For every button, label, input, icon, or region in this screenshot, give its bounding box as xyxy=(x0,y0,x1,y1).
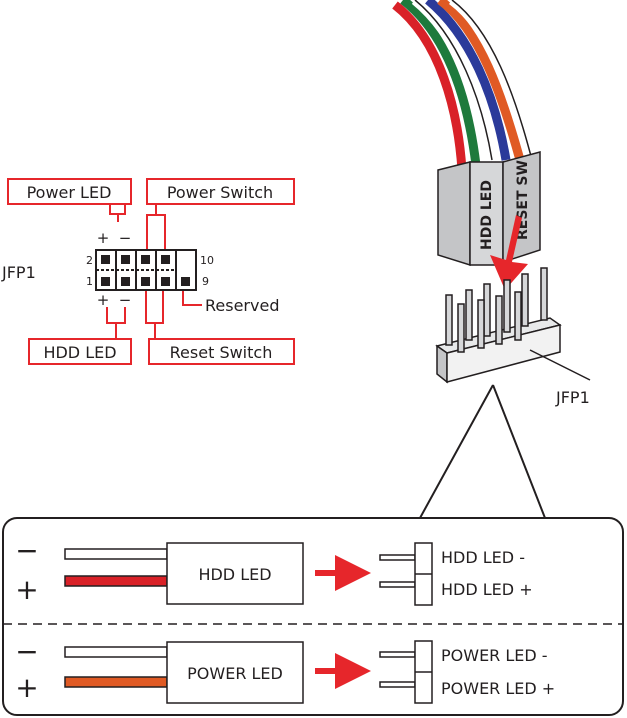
pin-10: 10 xyxy=(200,254,214,267)
hdd-led-label: HDD LED xyxy=(43,343,116,362)
detail-panel: − + HDD LED HDD LED - HDD LED + − + POWE… xyxy=(2,517,624,716)
wire-bundle xyxy=(392,0,537,171)
hdd-led-box xyxy=(166,542,304,605)
power-switch-label-box xyxy=(146,178,295,205)
hdd-pins xyxy=(379,542,433,606)
hdd-led-minus-pin-label: HDD LED - xyxy=(441,548,525,567)
hdd-plus-sign: + xyxy=(15,573,38,606)
hdd-led-box-label: HDD LED xyxy=(198,565,271,584)
hdd-minus-sign: − xyxy=(15,534,38,567)
minus-bottom: − xyxy=(119,291,132,309)
power-minus-sign: − xyxy=(15,635,38,668)
jfp1-header-3d xyxy=(435,267,562,384)
power-wire-orange xyxy=(64,676,168,688)
callout-lines xyxy=(419,384,546,519)
reset-switch-label: Reset Switch xyxy=(170,343,273,362)
red-brackets xyxy=(106,204,202,339)
plus-bottom: + xyxy=(97,291,110,309)
reset-sw-plug: RESET SW xyxy=(502,151,541,264)
power-led-plus-pin-label: POWER LED + xyxy=(441,679,555,698)
pin-9: 9 xyxy=(202,275,209,288)
power-led-label: Power LED xyxy=(27,183,112,202)
jfp1-left-label: JFP1 xyxy=(1,263,36,282)
power-led-box xyxy=(166,641,304,704)
hdd-led-plug: HDD LED xyxy=(437,161,504,267)
hdd-led-plus-pin-label: HDD LED + xyxy=(441,580,533,599)
hdd-wire-white xyxy=(64,548,168,560)
jfp1-right-label: JFP1 xyxy=(555,388,590,407)
minus-top: − xyxy=(119,229,132,247)
pin-1: 1 xyxy=(86,275,93,288)
power-led-minus-pin-label: POWER LED - xyxy=(441,646,548,665)
power-switch-label: Power Switch xyxy=(167,183,273,202)
power-led-section: − + POWER LED POWER LED - POWER LED + xyxy=(15,635,555,704)
hdd-led-plug-label: HDD LED xyxy=(479,180,495,250)
jfp1-leader-line xyxy=(529,349,591,381)
plus-top: + xyxy=(97,229,110,247)
insert-arrow xyxy=(490,215,528,290)
pin-2: 2 xyxy=(86,254,93,267)
power-plus-sign: + xyxy=(15,671,38,704)
reset-switch-label-box xyxy=(148,338,295,365)
power-wire-white xyxy=(64,646,168,658)
power-led-label-box xyxy=(7,178,132,205)
power-pins xyxy=(379,640,433,704)
cable-plug-illustration: HDD LED RESET SW xyxy=(392,0,591,519)
power-led-box-label: POWER LED xyxy=(187,664,283,683)
hdd-led-section: − + HDD LED HDD LED - HDD LED + xyxy=(15,534,532,606)
hdd-wire-red xyxy=(64,575,168,587)
pin-dots xyxy=(101,255,190,286)
pin-header-schematic: Power LED Power Switch HDD LED Reset Swi… xyxy=(1,178,295,365)
hdd-led-label-box xyxy=(28,338,132,365)
reserved-label: Reserved xyxy=(205,296,279,315)
